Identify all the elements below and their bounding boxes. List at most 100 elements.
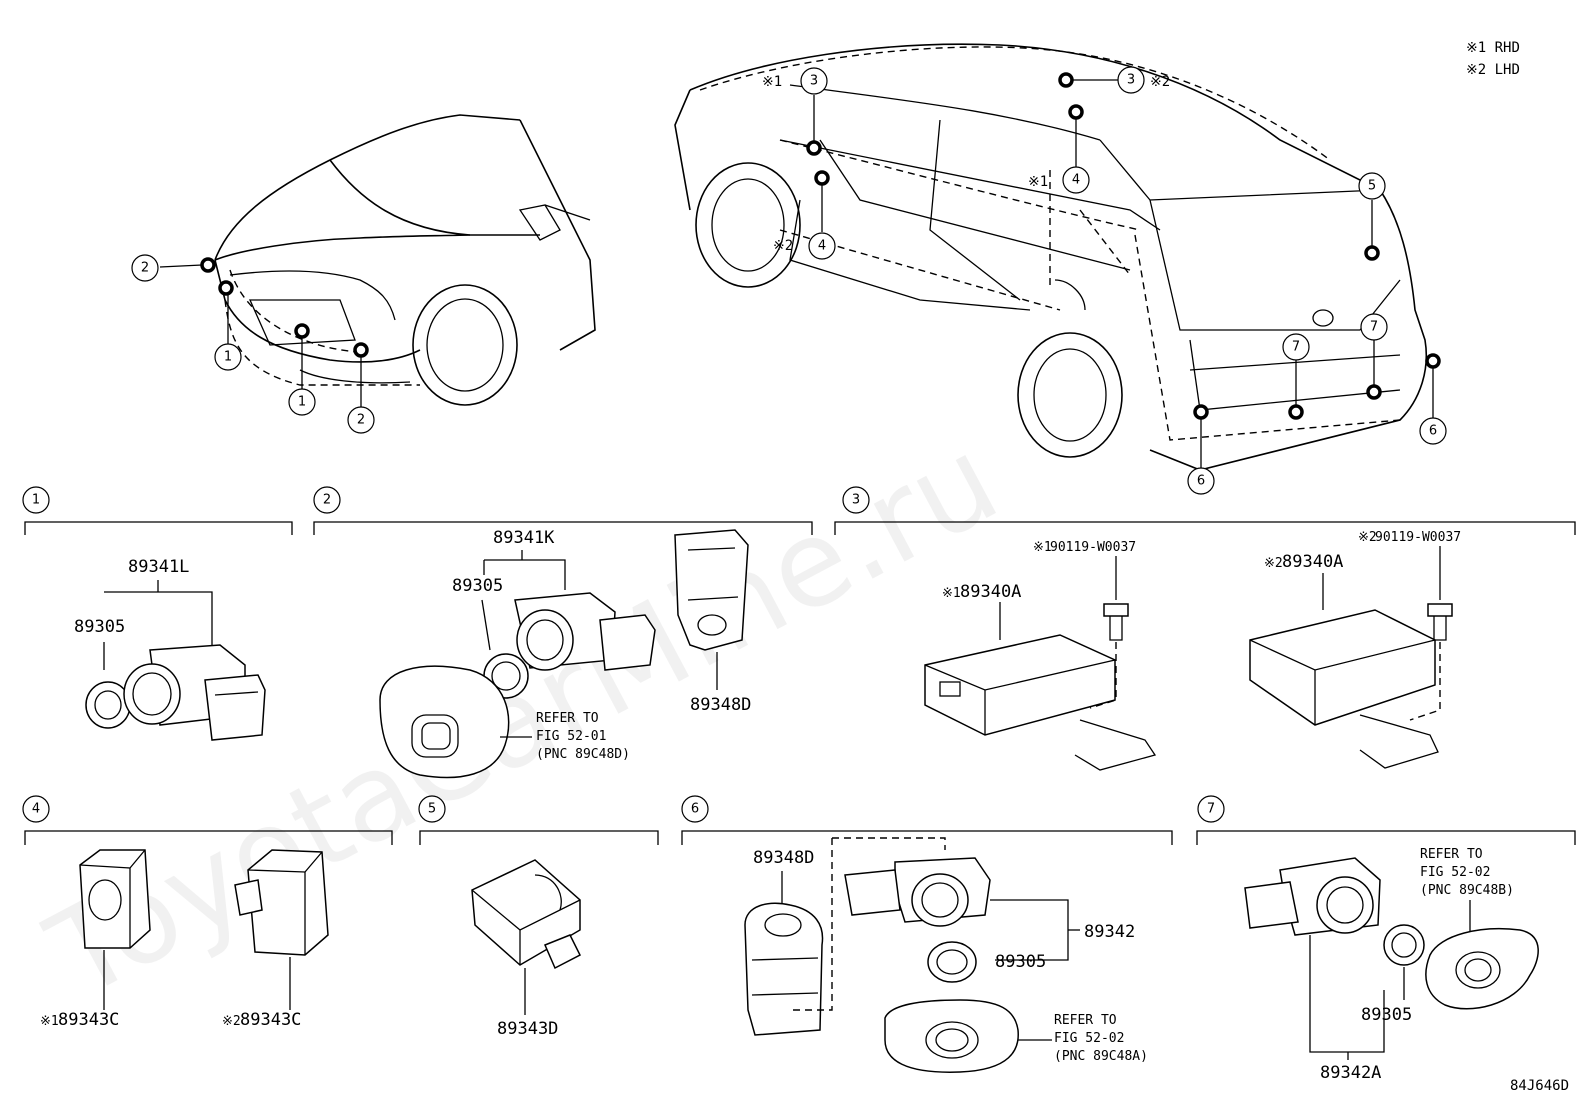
callout-circle: 3 (800, 67, 828, 95)
bolt (1427, 603, 1453, 641)
svg-text:3: 3 (810, 74, 818, 89)
refer-note: REFER TO (536, 711, 599, 726)
callout-circle: 2 (347, 406, 375, 434)
part-number: 89343C (58, 1010, 119, 1030)
callout-circle: 4 (1062, 166, 1090, 194)
svg-text:1: 1 (32, 493, 40, 508)
section-number: 5 (418, 795, 446, 823)
lhd-mark: ※2 (773, 238, 793, 254)
radar-sensor (471, 859, 582, 970)
ultrasonic-sensor (85, 644, 266, 741)
variant-mark: ※2 (1358, 530, 1377, 545)
section-number: 7 (1197, 795, 1225, 823)
sensor-marker (814, 170, 830, 186)
part-number: 89343C (240, 1010, 301, 1030)
part-number: 89305 (452, 576, 503, 596)
sensor-marker (1288, 404, 1304, 420)
radar-sensor (79, 849, 151, 949)
section-number: 1 (22, 486, 50, 514)
sensor-marker (1366, 384, 1382, 400)
callout-circle: 1 (288, 388, 316, 416)
radar-sensor (234, 849, 329, 956)
sensor-marker (1425, 353, 1441, 369)
sensor-holder (884, 999, 1019, 1073)
refer-note: (PNC 89C48B) (1420, 883, 1514, 898)
part-number: 89340A (1282, 552, 1343, 572)
part-number: 89341L (128, 557, 189, 577)
svg-text:1: 1 (298, 395, 306, 410)
part-number: 89305 (1361, 1005, 1412, 1025)
svg-text:4: 4 (818, 239, 826, 254)
svg-text:5: 5 (1368, 179, 1376, 194)
callout-circle: 3 (1117, 66, 1145, 94)
variant-mark: ※2 (222, 1014, 241, 1029)
ultrasonic-sensor (1244, 857, 1381, 936)
section-number: 4 (22, 795, 50, 823)
variant-mark: ※1 (40, 1014, 59, 1029)
svg-text:7: 7 (1370, 320, 1378, 335)
part-number: 89342 (1084, 922, 1135, 942)
svg-text:6: 6 (691, 802, 699, 817)
sensor-marker (1364, 245, 1380, 261)
note-lhd: ※2 LHD (1466, 62, 1520, 78)
callout-circle: 7 (1360, 313, 1388, 341)
refer-note: (PNC 89C48A) (1054, 1049, 1148, 1064)
sensor-marker (218, 280, 234, 296)
section-6: 6 89348D 89342 89305 (681, 795, 1173, 1073)
svg-text:6: 6 (1197, 474, 1205, 489)
svg-text:4: 4 (32, 802, 40, 817)
section-number: 6 (681, 795, 709, 823)
callout-circle: 6 (1419, 417, 1447, 445)
section-5: 5 89343D (418, 795, 659, 1039)
refer-note: FIG 52-01 (536, 729, 606, 744)
ecu-marker (1058, 72, 1074, 88)
sensor-marker (1193, 404, 1209, 420)
callout-circle: 6 (1187, 467, 1215, 495)
svg-text:4: 4 (1072, 173, 1080, 188)
svg-text:2: 2 (323, 493, 331, 508)
svg-text:2: 2 (357, 413, 365, 428)
refer-note: REFER TO (1054, 1013, 1117, 1028)
front-car-view: 2 1 1 2 (131, 114, 596, 434)
svg-text:3: 3 (1127, 73, 1135, 88)
section-number: 3 (842, 486, 870, 514)
sensor-ring (927, 941, 977, 983)
parking-assist-ecu (1249, 609, 1439, 769)
callout-circle: 1 (214, 343, 242, 371)
ecu-marker (806, 140, 822, 156)
section-3: 3 ※1 90119-W0037 ※1 89340A ※2 90119-W003… (834, 486, 1576, 771)
part-number: 89342A (1320, 1063, 1381, 1083)
part-number: 90119-W0037 (1375, 530, 1461, 545)
callout-circle: 7 (1282, 333, 1310, 361)
sensor-ring (1383, 924, 1425, 966)
note-rhd: ※1 RHD (1466, 40, 1520, 56)
sensor-marker (294, 323, 310, 339)
svg-text:2: 2 (141, 261, 149, 276)
rear-car-view: ※1 ※2 ※1 ※2 3 3 4 4 5 6 6 7 7 (674, 43, 1447, 495)
svg-text:3: 3 (852, 493, 860, 508)
parking-assist-ecu (924, 634, 1157, 771)
rhd-mark: ※1 (762, 74, 782, 90)
svg-text:6: 6 (1429, 424, 1437, 439)
figure-code: 84J646D (1510, 1078, 1569, 1094)
variant-mark: ※1 (1033, 540, 1052, 555)
lhd-mark: ※2 (1150, 74, 1170, 90)
section-2: 2 89341K 89305 89348D (313, 486, 813, 779)
part-number: 89348D (690, 695, 751, 715)
sensor-bracket (674, 529, 749, 651)
part-number: 89341K (493, 528, 555, 548)
svg-text:7: 7 (1207, 802, 1215, 817)
part-number: 89348D (753, 848, 814, 868)
refer-note: (PNC 89C48D) (536, 747, 630, 762)
variant-mark: ※2 (1264, 556, 1283, 571)
svg-text:1: 1 (224, 350, 232, 365)
sensor-marker (353, 342, 369, 358)
rhd-mark: ※1 (1028, 174, 1048, 190)
part-number: 89343D (497, 1019, 558, 1039)
refer-note: REFER TO (1420, 847, 1483, 862)
section-1: 1 89341L 89305 (22, 486, 293, 741)
section-7: 7 REFER TO FIG 52-02 (PNC 89C48B) 89305 … (1196, 795, 1576, 1083)
svg-text:5: 5 (428, 802, 436, 817)
part-number: 89305 (995, 952, 1046, 972)
